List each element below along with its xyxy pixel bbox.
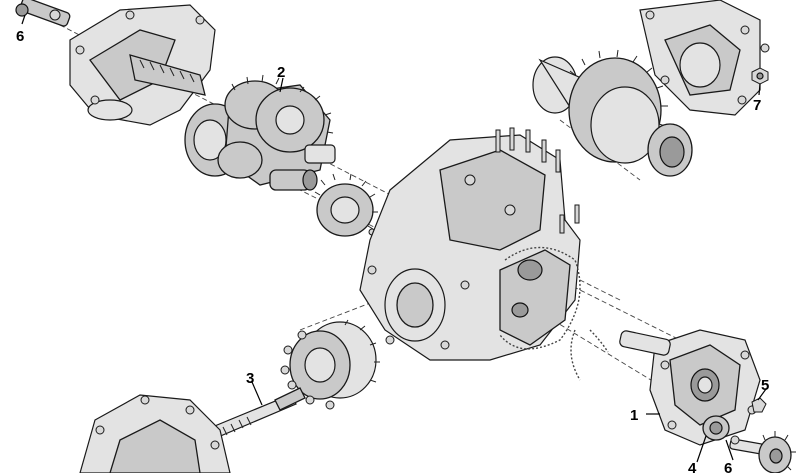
callout-7: 7	[753, 97, 761, 114]
front-cover-housing	[639, 0, 761, 116]
callout-3: 3	[246, 370, 254, 387]
hex-nut-7	[751, 43, 770, 85]
callout-leaders	[21, 14, 767, 463]
input-shaft-end	[15, 0, 71, 27]
flange-bolts	[280, 330, 335, 410]
clutch-gear	[314, 173, 378, 237]
callout-5: 5	[761, 377, 769, 394]
side-cover-assembly	[619, 329, 761, 446]
callout-2: 2	[277, 64, 285, 81]
rear-cover-housing	[69, 4, 216, 126]
side-gasket	[570, 329, 581, 381]
cover-gasket	[499, 246, 581, 350]
gear-set	[184, 74, 336, 191]
callout-labels: 6 2 3 1 4 5 6 7	[16, 28, 769, 473]
output-shaft-gear	[532, 49, 693, 177]
output-gear-shaft	[729, 431, 796, 473]
main-crankcase	[359, 127, 581, 361]
crankcase-studs	[495, 127, 580, 234]
callout-4: 4	[688, 460, 697, 473]
callout-6-top: 6	[16, 28, 24, 45]
callout-1: 1	[630, 407, 638, 424]
side-gasket-2	[589, 329, 609, 353]
lower-housing	[79, 394, 231, 473]
callout-6-bottom: 6	[724, 460, 732, 473]
clutch-hub-flange	[280, 319, 380, 410]
